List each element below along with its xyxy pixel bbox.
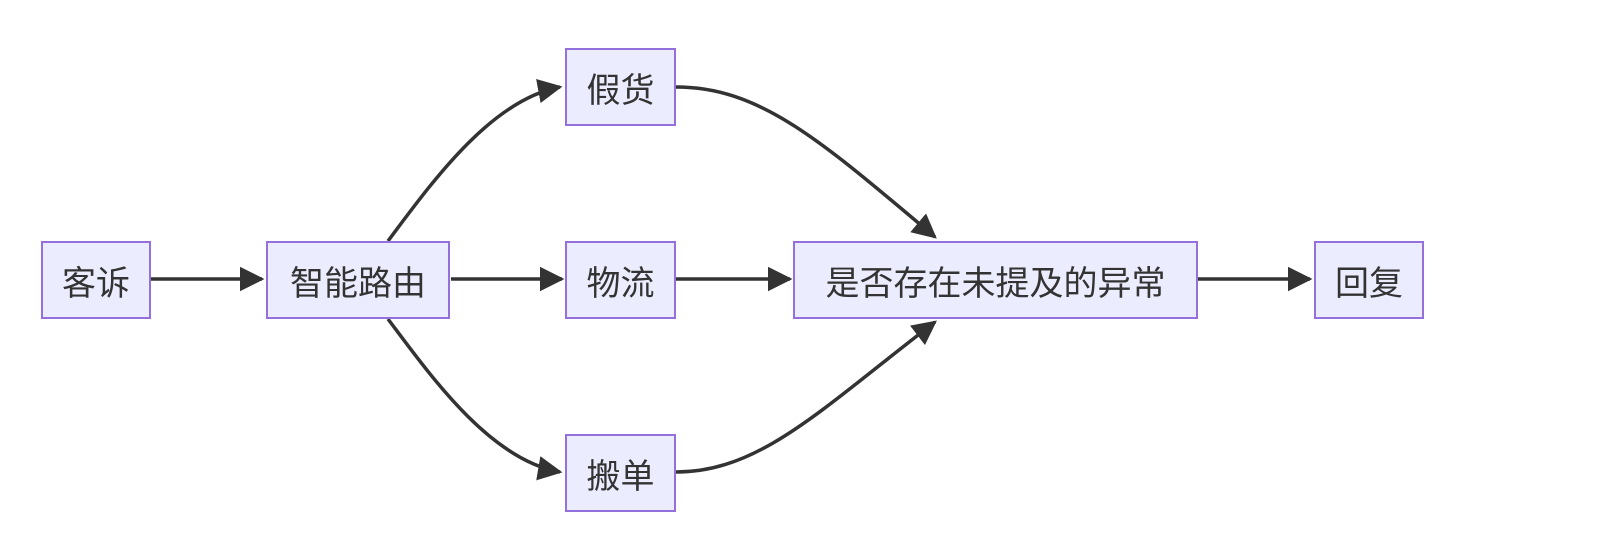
node-counterfeit: 假货 bbox=[565, 48, 676, 126]
node-reply: 回复 bbox=[1314, 241, 1424, 319]
node-complaint: 客诉 bbox=[41, 241, 151, 319]
node-logistics: 物流 bbox=[565, 241, 676, 319]
edge-fake-to-check bbox=[675, 85, 937, 239]
node-unmentioned-exception-check: 是否存在未提及的异常 bbox=[793, 241, 1198, 319]
edge-router-to-fake bbox=[386, 79, 563, 243]
edge-router-to-transfer bbox=[386, 317, 563, 481]
node-order-transfer: 搬单 bbox=[565, 434, 676, 512]
edge-transfer-to-check bbox=[675, 320, 937, 474]
node-smart-routing: 智能路由 bbox=[266, 241, 450, 319]
